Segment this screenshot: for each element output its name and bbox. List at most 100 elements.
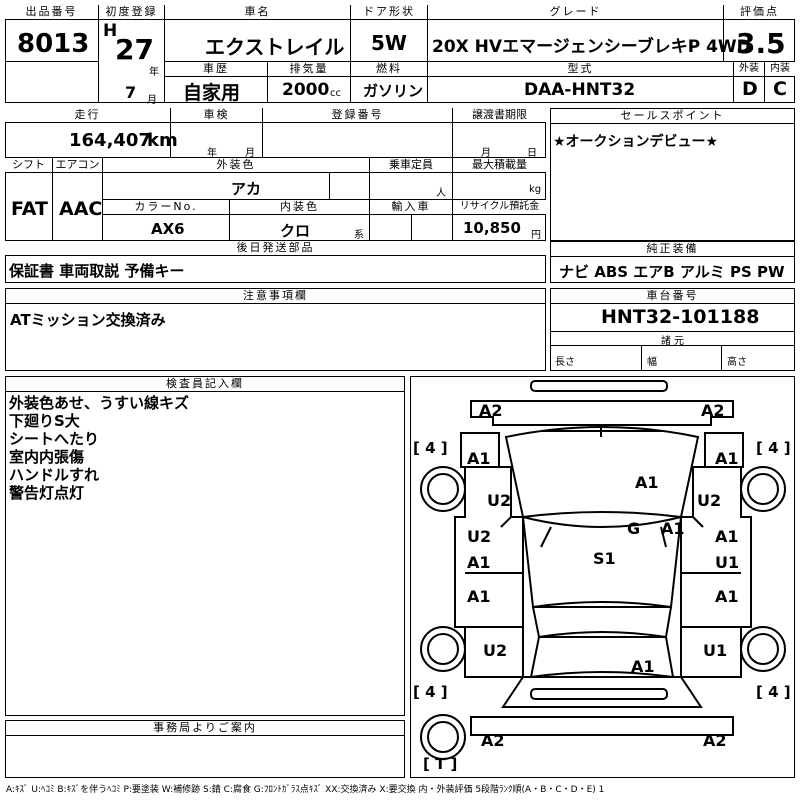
int-color-label: 内装色: [230, 200, 369, 215]
spare-tire-label: [ T ]: [423, 755, 458, 773]
tire-label-fr: [ 4 ]: [756, 439, 791, 457]
kei-unit: 系: [354, 230, 364, 241]
damage-mark-fl-door-u: U2: [467, 527, 492, 546]
grade-cell: グレード 20X HVエマージェンシーブレキP 4WD: [428, 5, 751, 62]
aircon-label: エアコン: [53, 158, 102, 173]
recycle-cell: リサイクル預託金 10,850 円: [453, 200, 546, 241]
damage-mark-fl-fender: A1: [467, 449, 491, 468]
length-label: 長さ: [555, 357, 575, 368]
inspector-label: 検査員記入欄: [6, 377, 404, 392]
damage-mark-fr-fender: A1: [715, 449, 739, 468]
reg-no-label: 登録番号: [263, 108, 452, 123]
height-label: 高さ: [727, 357, 747, 368]
damage-mark-fr-door-u: U1: [715, 553, 740, 572]
lot-number-label: 出品番号: [5, 5, 98, 20]
fuel-cell: 燃料 ガソリン: [351, 62, 428, 103]
damage-mark-fr-wheel: U2: [697, 491, 722, 510]
max-load-label: 最大積載量: [453, 158, 546, 173]
inspection-label: 車検: [171, 108, 262, 123]
accessories-label: 後日発送部品: [5, 241, 546, 256]
shift-value: FAT: [11, 198, 48, 220]
import-cell: 輸入車: [370, 200, 453, 241]
sales-point-value: ★オークションデビュー★: [553, 134, 719, 150]
history-value: 自家用: [183, 82, 241, 104]
era-mark: H: [103, 21, 118, 41]
reg-no-cell: 登録番号: [263, 108, 453, 158]
chassis-value: HNT32-101188: [601, 306, 760, 328]
int-color-value: クロ: [280, 222, 311, 240]
lot-number-value: 8013: [17, 29, 90, 59]
damage-mark-rl-wheel: U2: [483, 641, 508, 660]
km-unit: km: [147, 130, 178, 151]
ext-color-label: 外装色: [103, 158, 369, 173]
factory-equip-label: 純正装備: [551, 242, 794, 257]
first-reg-label: 初度登録: [99, 5, 164, 20]
grade-label: グレード: [428, 5, 723, 20]
inspection-month-unit: 月: [245, 148, 255, 159]
displacement-value: 2000: [282, 80, 330, 100]
car-name-cell: 車名 エクストレイル: [165, 5, 351, 62]
office-box: 事務局よりご案内: [5, 720, 405, 778]
notes-label: 注意事項欄: [6, 289, 545, 304]
color-no-value: AX6: [151, 220, 185, 238]
displacement-label: 排気量: [268, 62, 350, 77]
ext-color-value: アカ: [231, 180, 262, 198]
damage-mark-fl-door-a: A1: [467, 553, 491, 572]
inspector-note: 警告灯点灯: [9, 484, 85, 502]
accessories-value: 保証書 車両取説 予備キー: [9, 262, 185, 280]
int-color-cell: 内装色 クロ 系: [230, 200, 370, 241]
shift-cell: シフト FAT: [5, 158, 53, 241]
damage-mark-roof: S1: [593, 549, 616, 568]
inspector-note: 室内内張傷: [9, 448, 85, 466]
factory-equip-box: 純正装備 ナビ ABS エアB アルミ PS PW: [550, 241, 795, 283]
car-diagram: A2 A2 A1 A1 A1 U2 U2 G A1 U2 A1 A1 U1 S1…: [410, 376, 795, 778]
legend: A:ｷｽﾞ U:ﾍｺﾐ B:ｷｽﾞを伴うﾍｺﾐ P:要塗装 W:補修跡 S:錆 …: [6, 785, 605, 795]
tire-label-fl: [ 4 ]: [413, 439, 448, 457]
factory-equip-value: ナビ ABS エアB アルミ PS PW: [559, 263, 785, 281]
exterior-label: 外装: [734, 62, 764, 77]
fuel-label: 燃料: [351, 62, 427, 77]
damage-mark-rr-bumper: A2: [703, 731, 727, 750]
door-cell: ドア形状 5W: [351, 5, 428, 62]
tire-label-rl: [ 4 ]: [413, 683, 448, 701]
notes-box: 注意事項欄 ATミッション交換済み: [5, 288, 546, 371]
exterior-cell: 外装 D: [734, 62, 765, 103]
history-cell: 車歴 自家用: [165, 62, 268, 104]
mileage-value: 164,407: [69, 130, 151, 151]
inspector-notes-list: 外装色あせ、うすい線キズ 下廻りS大 シートへたり 室内内張傷 ハンドルすれ 警…: [9, 394, 189, 502]
damage-mark-rr-door: A1: [715, 587, 739, 606]
year-unit: 年: [149, 67, 159, 78]
inspector-note: シートへたり: [9, 430, 100, 448]
cc-unit: cc: [330, 88, 341, 99]
rating-value: 3.5: [736, 27, 786, 60]
damage-mark-rl-door: A1: [467, 587, 491, 606]
model-cell: 型式 DAA-HNT32: [428, 62, 734, 103]
import-label: 輸入車: [370, 200, 452, 215]
office-label: 事務局よりご案内: [6, 721, 404, 736]
fuel-value: ガソリン: [363, 82, 424, 100]
interior-label: 内装: [765, 62, 795, 77]
damage-mark-fr-door-a: A1: [715, 527, 739, 546]
damage-mark-fr-bumper: A2: [701, 401, 725, 420]
displacement-cell: 排気量 2000 cc: [268, 62, 351, 103]
transfer-month-unit: 月: [481, 148, 491, 159]
aircon-value: AAC: [59, 198, 103, 220]
sales-point-box: セールスポイント ★オークションデビュー★: [550, 108, 795, 241]
damage-mark-hood: A1: [635, 473, 659, 492]
grade-value: 20X HVエマージェンシーブレキP 4WD: [432, 37, 751, 57]
inspector-note: 外装色あせ、うすい線キズ: [9, 394, 190, 412]
damage-mark-fl-wheel: U2: [487, 491, 512, 510]
recycle-label: リサイクル預託金: [453, 200, 546, 215]
color-no-label: カラーNo.: [103, 200, 229, 215]
car-outline: [420, 380, 786, 760]
door-label: ドア形状: [351, 5, 427, 20]
damage-mark-rr-wheel: U1: [703, 641, 728, 660]
ext-color-cell: 外装色 アカ: [103, 158, 370, 200]
mileage-cell: 走行 164,407 km: [5, 108, 178, 158]
dims-label: 諸元: [661, 336, 687, 347]
damage-mark-windshield-a: A1: [661, 519, 685, 538]
sales-point-label: セールスポイント: [551, 109, 794, 124]
month-unit: 月: [147, 95, 157, 106]
inspection-year-unit: 年: [207, 148, 217, 159]
first-reg-year: 27: [115, 33, 154, 66]
